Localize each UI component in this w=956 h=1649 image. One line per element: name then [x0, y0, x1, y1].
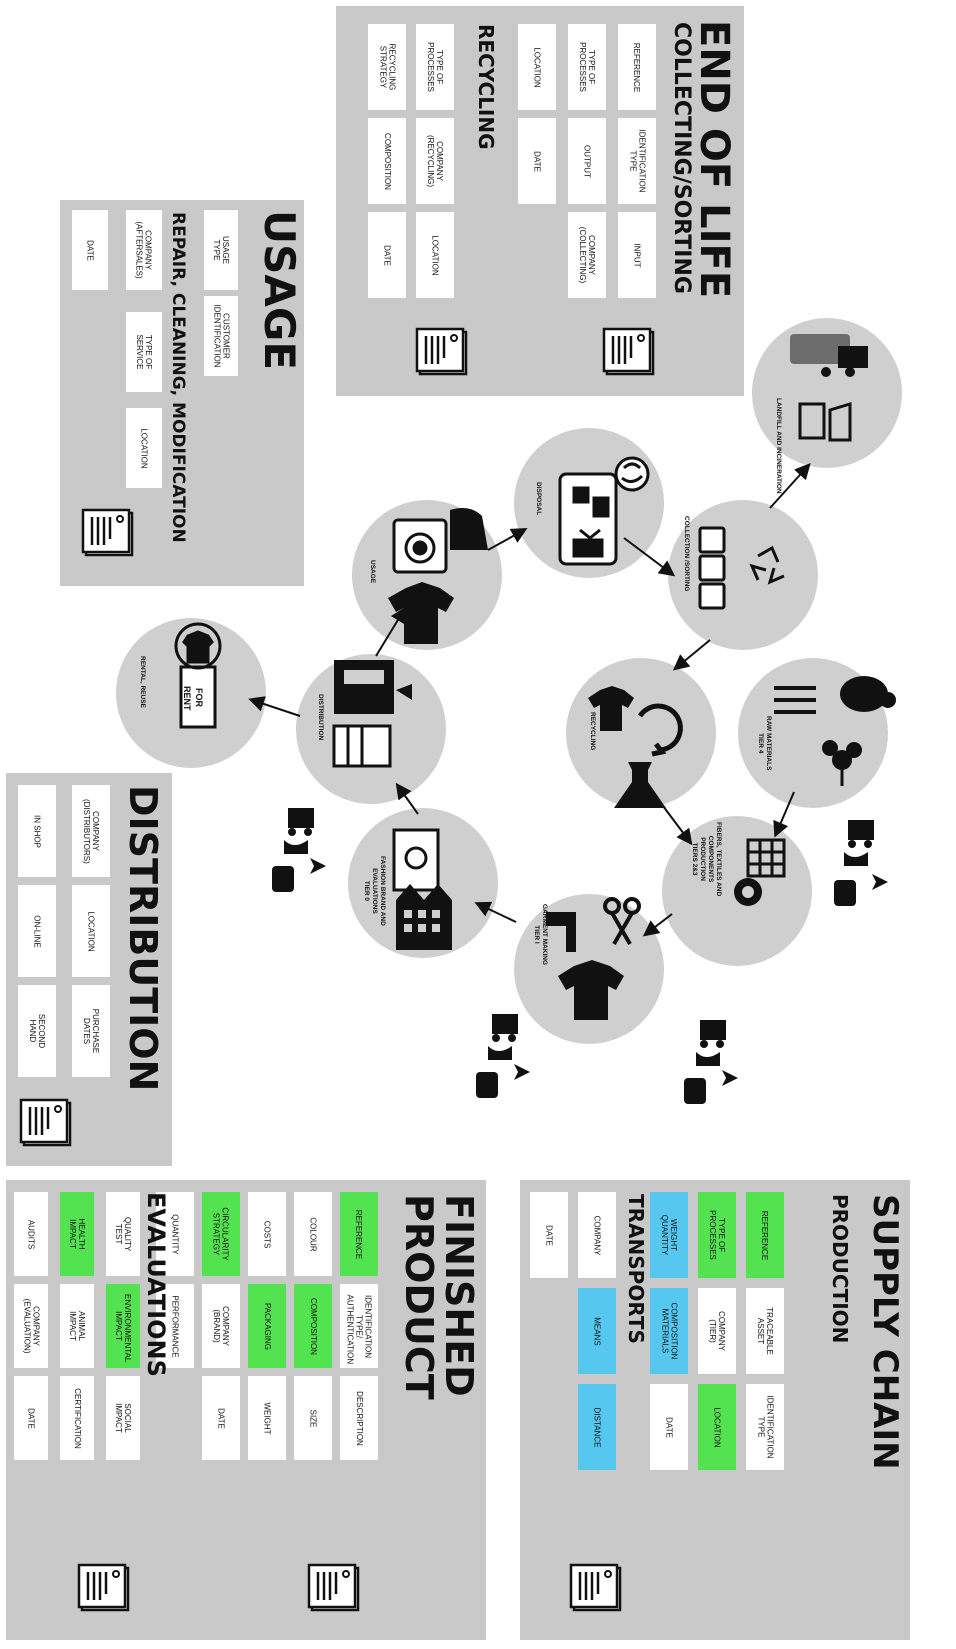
arrow-fashion-to-distribution [398, 786, 418, 814]
flask-icon [614, 762, 666, 808]
store-front-icon [334, 726, 390, 766]
arrow-collection-to-landfill [770, 466, 808, 508]
arrow-raw-to-fibers [776, 792, 794, 834]
disposal-icon [560, 458, 648, 564]
for-rent-text-for: FOR [194, 688, 204, 707]
bamboo-icon [774, 688, 816, 712]
landfill-icon [790, 334, 868, 440]
sewing-machine-icon [546, 912, 576, 952]
bins-icon [700, 528, 784, 608]
washing-machine-icon [394, 520, 446, 572]
transport-icons-distribution [272, 808, 326, 892]
tshirt-icon [388, 582, 454, 644]
arrow-usage-to-disposal [488, 530, 524, 550]
scissors-icon [605, 899, 639, 944]
design-board-icon [394, 830, 438, 890]
transport-icons-garment [684, 1020, 738, 1104]
sheep-icon [840, 676, 896, 712]
arrow-distribution-to-rental [252, 700, 300, 716]
arrow-collection-to-recycling [676, 640, 710, 668]
fabric-icon [748, 840, 784, 876]
factory-icon [396, 884, 452, 950]
arrow-disposal-to-collection [624, 538, 672, 574]
recycle-icon [640, 706, 680, 754]
shop-icon [334, 660, 412, 714]
for-rent-sign-icon: FOR RENT [181, 667, 215, 727]
for-rent-text-rent: RENT [182, 686, 192, 711]
tshirt-icon [558, 960, 624, 1020]
iron-icon [450, 508, 488, 550]
arrow-fibers-to-garment [646, 914, 672, 934]
cotton-icon [822, 740, 862, 786]
transport-icons-raw [834, 820, 888, 906]
arrow-distribution-to-usage [376, 610, 404, 656]
transport-icons-fashion [476, 1014, 530, 1098]
thread-icon [734, 878, 762, 906]
tshirt-icon [588, 686, 634, 731]
reuse-shirt-icon [176, 624, 220, 668]
arrow-garment-to-fashion [478, 904, 516, 922]
